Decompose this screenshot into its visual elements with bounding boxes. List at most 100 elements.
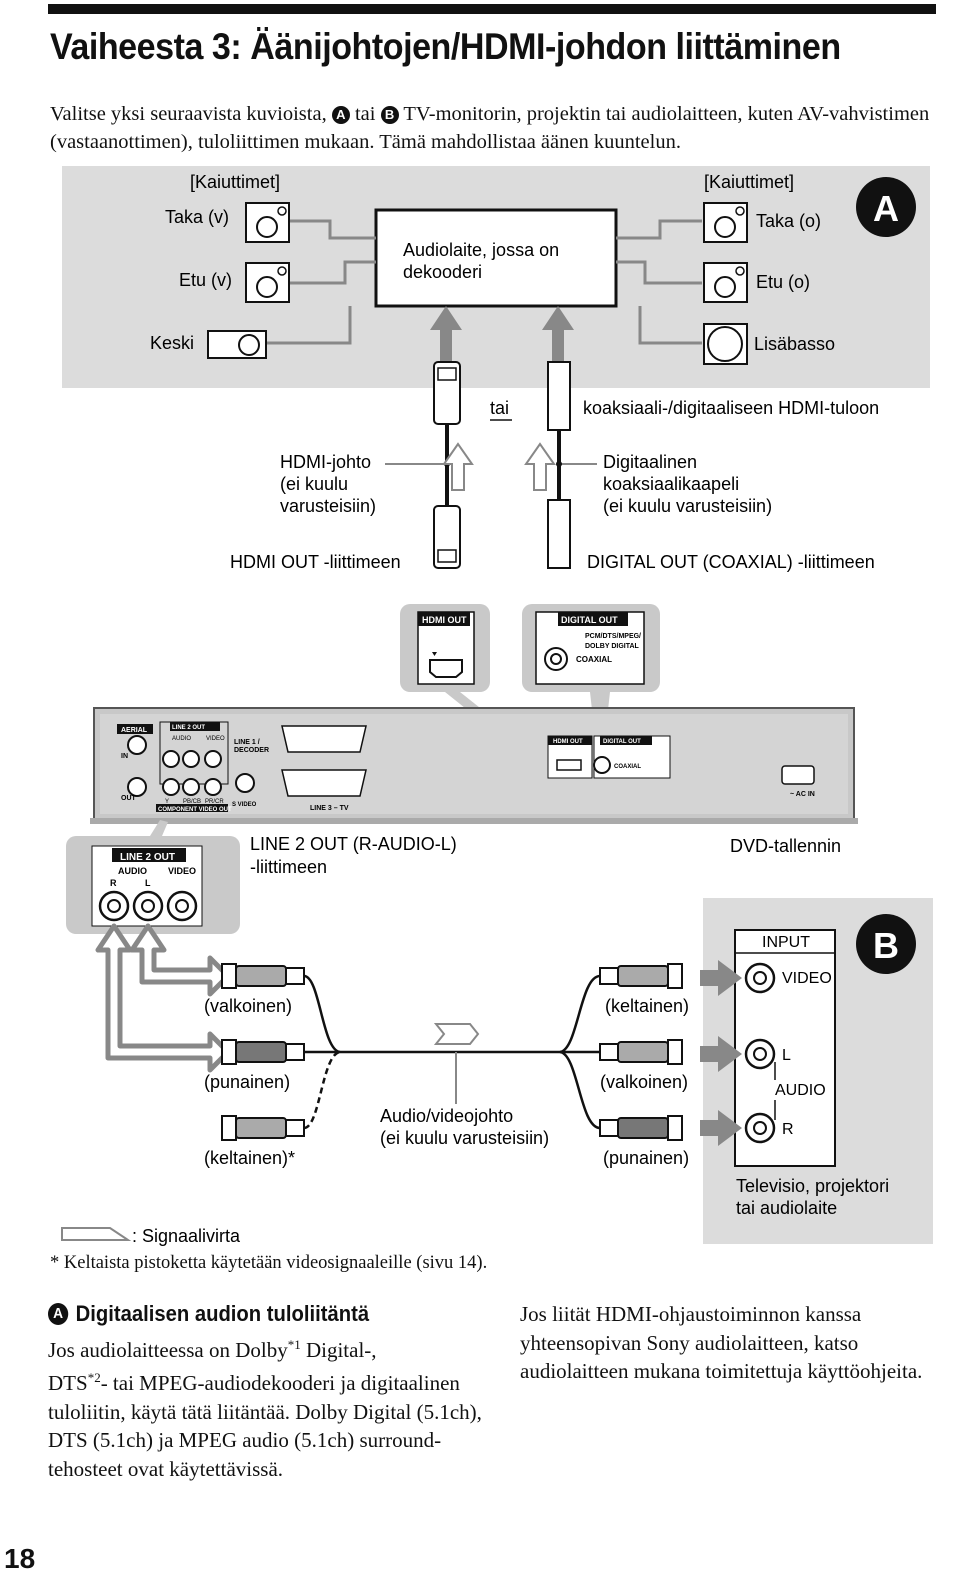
rca-plug-red-right-icon bbox=[599, 1115, 683, 1141]
intro-paragraph: Valitse yksi seuraavista kuvioista, A ta… bbox=[50, 100, 940, 156]
hdmi-control-note: Jos liität HDMI-ohjaustoiminnon kanssa y… bbox=[520, 1302, 923, 1383]
rear-y-label: Y bbox=[165, 799, 169, 805]
hdmi-out-tag bbox=[418, 612, 470, 626]
coaxial-jack-inner bbox=[550, 653, 562, 665]
rca-plug-white-right-icon bbox=[599, 1039, 683, 1065]
badge-a-icon: A bbox=[48, 1303, 69, 1326]
decoder-label: dekooderi bbox=[403, 262, 482, 282]
coax-cable-label: (ei kuulu varusteisiin) bbox=[603, 496, 772, 516]
badge-a-icon bbox=[856, 177, 916, 237]
line2-out-panel-label: LINE 2 OUT bbox=[120, 852, 175, 863]
hdmi-cable-label: (ei kuulu bbox=[280, 474, 348, 494]
rear-line3-label: LINE 3 – TV bbox=[310, 805, 349, 812]
decoder-box bbox=[374, 208, 618, 308]
connection-diagram: A [Kaiuttimet] [Kaiuttimet] Audiolaite, … bbox=[61, 166, 933, 1246]
badge-a-label: A bbox=[873, 188, 899, 229]
rear-video-label: VIDEO bbox=[206, 736, 225, 742]
center-label: Keski bbox=[150, 333, 194, 353]
signal-flow-icon bbox=[524, 442, 556, 491]
line2-r-label: R bbox=[110, 878, 117, 888]
line2-out-connect-label: LINE 2 OUT (R-AUDIO-L) bbox=[250, 834, 457, 854]
badge-b-icon bbox=[856, 914, 916, 974]
speaker-rear-right-icon bbox=[703, 202, 748, 243]
rear-left-label: Taka (v) bbox=[165, 207, 229, 227]
subwoofer-label: Lisäbasso bbox=[754, 334, 835, 354]
rear-line2out-label: LINE 2 OUT bbox=[172, 725, 205, 731]
panel-coaxial-label: COAXIAL bbox=[576, 655, 612, 664]
speaker-center-icon bbox=[207, 330, 267, 359]
hdmi-port-icon bbox=[429, 659, 463, 678]
rca-jack-icon bbox=[98, 890, 130, 922]
tv-label: Televisio, projektori bbox=[736, 1176, 889, 1196]
rear-prcr-label: PR/CR bbox=[205, 799, 224, 805]
speaker-front-right-icon bbox=[703, 262, 748, 303]
body-text: Digital-, bbox=[300, 1337, 377, 1362]
signal-path-white bbox=[129, 923, 231, 997]
yellow-right-label: (keltainen) bbox=[605, 996, 689, 1016]
signal-arrows-up bbox=[430, 306, 574, 368]
badge-b-icon: B bbox=[380, 106, 399, 124]
tv-l-label: L bbox=[782, 1047, 791, 1064]
intro-text: tai bbox=[349, 103, 381, 125]
rca-plug-yellow-right-icon bbox=[599, 963, 683, 989]
speaker-rear-left-icon bbox=[245, 202, 290, 243]
intro-text: TV-monitorin, projektin tai audiolaittee… bbox=[50, 103, 930, 153]
av-cable-label: Audio/videojohto bbox=[380, 1106, 513, 1126]
speaker-front-left-icon bbox=[245, 262, 290, 303]
rca-plug-yellow-left-icon bbox=[221, 1115, 305, 1141]
hdmi-out-connect-label: HDMI OUT -liittimeen bbox=[230, 552, 401, 572]
rca-jack-icon bbox=[166, 890, 198, 922]
rear-aerial-label: AERIAL bbox=[121, 727, 148, 734]
signal-flow-icon bbox=[433, 1023, 480, 1045]
arrow-to-tv-r bbox=[700, 1110, 742, 1146]
line2-out-connect-label: -liittimeen bbox=[250, 857, 327, 877]
section-a-body: Jos audiolaitteessa on Dolby*1 Digital-,… bbox=[48, 1331, 488, 1484]
rear-audio-label: AUDIO bbox=[172, 736, 191, 742]
panel-dolby-label: DOLBY DIGITAL bbox=[585, 643, 640, 650]
white-left-label: (valkoinen) bbox=[204, 996, 292, 1016]
rca-plug-white-left-icon bbox=[221, 963, 305, 989]
top-rule bbox=[48, 4, 936, 14]
tv-video-jack-icon bbox=[744, 962, 776, 994]
digital-out-connect-label: DIGITAL OUT (COAXIAL) -liittimeen bbox=[587, 552, 875, 572]
panel-hdmi-out-label: HDMI OUT bbox=[422, 615, 467, 625]
footnote: * Keltaista pistoketta käytetään videosi… bbox=[50, 1253, 488, 1273]
badge-a-icon: A bbox=[331, 106, 350, 124]
white-right-label: (valkoinen) bbox=[600, 1072, 688, 1092]
tv-audio-r-jack-icon bbox=[744, 1112, 776, 1144]
signal-flow-legend-icon bbox=[61, 1227, 132, 1241]
dvd-recorder-label: DVD-tallennin bbox=[730, 836, 841, 856]
section-a-title: Digitaalisen audion tuloliitäntä bbox=[75, 1301, 370, 1326]
speakers-right-header: [Kaiuttimet] bbox=[704, 172, 794, 192]
line2-audio-label: AUDIO bbox=[118, 866, 147, 876]
or-label: tai bbox=[490, 398, 509, 418]
signal-flow-legend-label: : Signaalivirta bbox=[132, 1226, 241, 1246]
rear-decoder-label: DECODER bbox=[234, 747, 269, 754]
leader-dot bbox=[556, 461, 562, 467]
intro-text: Valitse yksi seuraavista kuvioista, bbox=[50, 103, 332, 125]
line2-video-label: VIDEO bbox=[168, 866, 196, 876]
digital-out-tag bbox=[558, 612, 628, 626]
front-left-label: Etu (v) bbox=[179, 270, 232, 290]
input-label: INPUT bbox=[762, 934, 810, 951]
av-cable-label: (ei kuulu varusteisiin) bbox=[380, 1128, 549, 1148]
av-cable bbox=[303, 974, 601, 1130]
section-a-heading: A Digitaalisen audion tuloliitäntä bbox=[48, 1300, 453, 1329]
hdmi-cable-icon bbox=[433, 361, 461, 569]
coax-cable-label: Digitaalinen bbox=[603, 452, 697, 472]
rear-line1-label: LINE 1 / bbox=[234, 739, 260, 746]
line2-out-tag bbox=[112, 848, 186, 862]
decoder-label: Audiolaite, jossa on bbox=[403, 240, 559, 260]
panel-digital-out-label: DIGITAL OUT bbox=[561, 615, 618, 625]
rear-svideo-label: S VIDEO bbox=[232, 802, 257, 808]
body-text: DTS bbox=[48, 1371, 88, 1395]
rca-jack-icon bbox=[132, 890, 164, 922]
rear-pbcb-label: PB/CB bbox=[183, 799, 201, 805]
page-title: Vaiheesta 3: Äänijohtojen/HDMI-johdon li… bbox=[50, 26, 841, 67]
zoom-callout bbox=[150, 820, 168, 836]
rear-component-label: COMPONENT VIDEO OUT bbox=[158, 807, 232, 813]
rear-in-label: IN bbox=[121, 753, 128, 760]
tv-r-label: R bbox=[782, 1121, 794, 1138]
body-text: Jos audiolaitteessa on Dolby bbox=[48, 1337, 288, 1362]
red-left-label: (punainen) bbox=[204, 1072, 290, 1092]
